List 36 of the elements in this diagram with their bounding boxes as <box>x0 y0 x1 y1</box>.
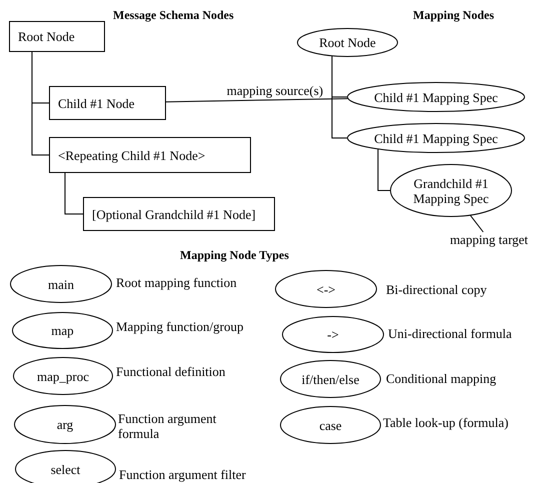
node-description: Root mapping function <box>116 275 237 290</box>
mapping-node-ellipse: Grandchild #1 Mapping Spec <box>390 164 512 217</box>
mapping-node-ellipse: if/then/else <box>280 360 381 398</box>
mapping-node-ellipse: map_proc <box>13 357 113 395</box>
mapping-node-ellipse: Child #1 Mapping Spec <box>347 82 525 112</box>
mapping-node-ellipse: Child #1 Mapping Spec <box>347 123 525 153</box>
mapping-node-ellipse: <-> <box>275 270 377 308</box>
mapping-node-ellipse: main <box>10 265 112 303</box>
node-text: mapping target <box>444 232 534 247</box>
node-description: Bi-directional copy <box>386 282 487 297</box>
schema-node-box: <Repeating Child #1 Node> <box>49 137 251 173</box>
node-description: Function argument formula <box>118 411 218 441</box>
edge-label: mapping source(s) <box>226 84 324 98</box>
node-description: Function argument filter <box>119 467 246 482</box>
node-description: Conditional mapping <box>386 371 496 386</box>
node-description: Mapping function/group <box>116 319 244 334</box>
mapping-node-ellipse: map <box>12 312 113 349</box>
mapping-node-ellipse: Root Node <box>297 28 398 57</box>
leader-line <box>470 215 484 232</box>
mapping-node-ellipse: arg <box>14 405 116 444</box>
tree-connector <box>32 52 50 156</box>
tree-connector <box>64 172 84 214</box>
tree-connector <box>378 148 390 191</box>
schema-node-box: Child #1 Node <box>49 86 166 120</box>
connector-line <box>166 98 348 102</box>
schema-node-box: [Optional Grandchild #1 Node] <box>83 197 275 231</box>
section-heading: Mapping Nodes <box>413 8 494 23</box>
section-heading: Mapping Node Types <box>180 248 289 263</box>
section-heading: Message Schema Nodes <box>113 8 234 23</box>
node-description: Functional definition <box>116 364 226 379</box>
node-description: Table look-up (formula) <box>383 415 508 430</box>
mapping-node-ellipse: -> <box>282 316 384 353</box>
node-description: Uni-directional formula <box>388 326 512 341</box>
tree-connector <box>332 56 348 138</box>
schema-node-box: Root Node <box>9 21 105 52</box>
mapping-node-ellipse: case <box>280 406 381 444</box>
